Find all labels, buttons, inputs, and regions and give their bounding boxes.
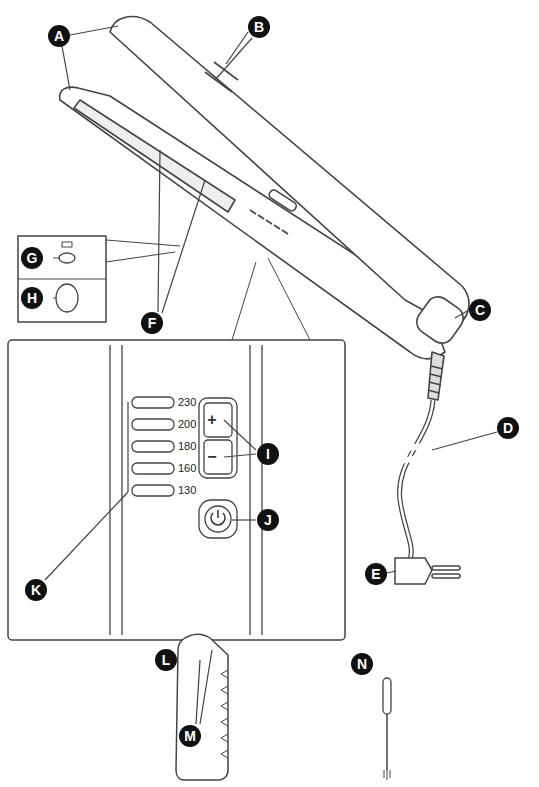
leader (45, 492, 128, 580)
temperature-value: 230 (178, 396, 196, 408)
temp-led (132, 419, 174, 430)
brush-stem (386, 714, 388, 770)
vent (205, 72, 232, 92)
plug-body (395, 558, 432, 584)
callout-letter: J (257, 509, 279, 531)
cord-inner (400, 400, 433, 560)
indicator-leds (250, 210, 288, 234)
slider (268, 188, 298, 212)
callout-letter: D (497, 417, 519, 439)
button-g (59, 253, 75, 263)
callout-letter: B (248, 16, 270, 38)
button-frame (199, 398, 237, 478)
leader (226, 32, 248, 64)
inset-box (18, 236, 106, 322)
leader (224, 420, 256, 450)
panel-edge (249, 345, 250, 635)
inset-box (8, 340, 345, 640)
callout-letter: M (179, 725, 201, 747)
power-button (205, 506, 231, 532)
leader (215, 38, 252, 80)
protective-cover (176, 634, 228, 780)
leader (224, 454, 256, 457)
cord-break (385, 442, 447, 462)
inset-line (268, 258, 310, 340)
callout-letter: G (21, 247, 43, 269)
strain-ribs (428, 366, 443, 393)
temp-led (132, 397, 174, 408)
callout-letter: L (155, 649, 177, 671)
temp-led (132, 485, 174, 496)
temperature-value: 130 (178, 484, 196, 496)
button-symbol: − (207, 449, 216, 465)
leader (62, 46, 70, 90)
temp-led (132, 463, 174, 474)
cord (400, 400, 433, 560)
leader (432, 432, 497, 450)
temperature-value: 200 (178, 418, 196, 430)
temperature-value: 180 (178, 440, 196, 452)
panel-edge (109, 345, 110, 635)
upper-arm (110, 17, 469, 326)
leader (232, 519, 256, 520)
bracket (127, 402, 128, 492)
leader (455, 310, 469, 318)
plug-prong (432, 574, 460, 578)
callout-letter: H (21, 287, 43, 309)
leader (200, 650, 212, 724)
plus-button (204, 403, 232, 437)
button-symbol: + (207, 412, 216, 428)
hinge (412, 292, 468, 348)
inset-line (232, 262, 256, 340)
inset-divider (18, 279, 106, 280)
callout-letter: E (365, 563, 387, 585)
leader (53, 298, 57, 299)
panel-edge (121, 345, 122, 635)
callout-letter: K (25, 579, 47, 601)
leader (158, 150, 160, 312)
leader (70, 26, 118, 35)
temperature-value: 160 (178, 462, 196, 474)
plug-prong (432, 566, 460, 570)
leader (387, 571, 396, 573)
inset-line (106, 240, 180, 246)
callout-letter: C (469, 299, 491, 321)
power-frame (199, 500, 237, 538)
callout-letter: N (351, 653, 373, 675)
mini-icon (62, 242, 72, 247)
temp-led (132, 441, 174, 452)
leader (196, 660, 200, 724)
leader (53, 258, 60, 259)
bristles (384, 770, 390, 780)
cleaning-brush (383, 678, 391, 714)
panel-edge (261, 345, 262, 635)
leader (162, 180, 205, 313)
callout-letter: I (257, 443, 279, 465)
power-symbol (211, 510, 225, 525)
callout-letter: A (48, 25, 70, 47)
strain-relief (428, 352, 444, 400)
cover-teeth (221, 670, 228, 758)
callout-letter: F (141, 312, 163, 334)
button-h (56, 284, 78, 312)
inset-line (106, 252, 175, 262)
